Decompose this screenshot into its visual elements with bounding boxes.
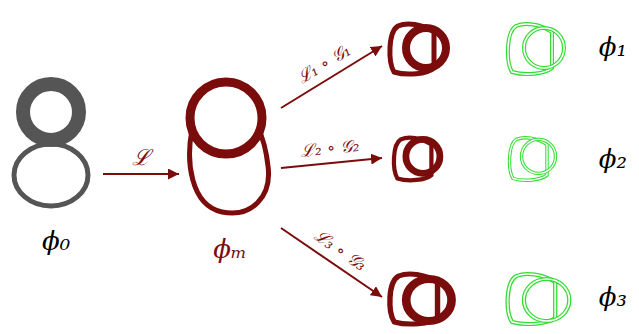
result-shapes-3 [390, 274, 569, 324]
operator-label: ℒ₂ ∘ 𝒢₂ [300, 136, 360, 160]
shape-label: ϕ₁ [599, 32, 627, 62]
operator-label: ℒ₁ ∘ 𝒢₁ [294, 41, 354, 88]
transform-arrow [103, 173, 179, 175]
shape-label: ϕ₀ [10, 226, 102, 256]
initial-shape [14, 84, 88, 206]
result-shapes-2 [394, 138, 556, 181]
shape-label: ϕ₂ [599, 144, 627, 174]
shape-label: ϕₘ [180, 234, 280, 264]
result-node: ϕ₃ [383, 266, 633, 328]
shape-label: ϕ₃ [599, 282, 627, 312]
result-node: ϕ₂ [383, 128, 633, 190]
result-node: ϕ₁ [383, 16, 633, 78]
mean-shape [190, 82, 269, 213]
transform-arrow [281, 158, 382, 168]
initial-shape-node: ϕ₀ [10, 76, 102, 256]
mean-shape-node: ϕₘ [180, 78, 280, 264]
operator-label: ℒ [132, 146, 150, 170]
result-shapes-1 [390, 24, 564, 74]
operator-label: ℒ₃ ∘ 𝒢₃ [310, 226, 369, 275]
